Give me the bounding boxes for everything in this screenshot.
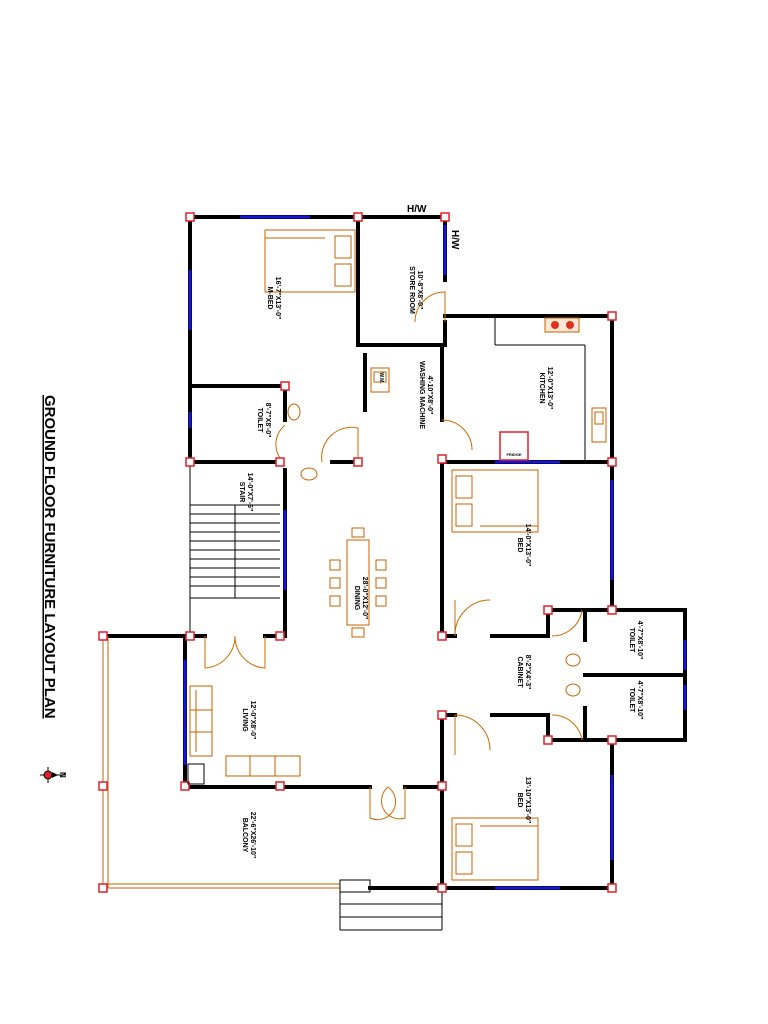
room-name: TOILET [628, 688, 635, 713]
room-name: WASHING MACHINE [418, 361, 425, 429]
room-size: 28'-0"X12'-0" [361, 577, 368, 620]
fridge: FRIDGE [499, 431, 529, 461]
room-size: 16'-7"X13'-0" [274, 277, 281, 320]
windows [183, 215, 687, 890]
washing-machine [370, 367, 390, 393]
hw-label-top: H/W [407, 204, 427, 215]
room-name: STORE ROOM [408, 266, 415, 314]
room-size: 8'-2"X4'-3" [524, 655, 531, 690]
room-size: 4'-10"X8'-0" [426, 376, 433, 415]
washbasin-icon [565, 683, 581, 697]
bed-2 [451, 817, 539, 881]
room-size: 22'-6"X26'-10" [249, 812, 256, 859]
hw-label-side: H/W [449, 230, 460, 250]
room-name: DINING [353, 586, 360, 611]
room-size: 4'-7"X8'-10" [636, 681, 643, 720]
room-size: 14'-0"X7'-6" [246, 473, 253, 512]
compass-icon: N [40, 767, 67, 783]
dining-table [329, 527, 387, 638]
doors [204, 291, 583, 821]
room-size: 4'-7"X8'-10" [636, 621, 643, 660]
sofa-bottom [225, 755, 301, 777]
room-name: BALCONY [241, 818, 248, 853]
room-name: BED [516, 538, 523, 553]
kitchen-sink [591, 407, 607, 443]
room-name: M-BED [266, 287, 273, 310]
stove [544, 317, 580, 333]
staircase [190, 504, 280, 599]
washing-machine-label: W.M. [378, 372, 384, 384]
room-size: 8'-7"X8'-0" [264, 403, 271, 438]
room-size: 13'-10"X13'-0" [524, 777, 531, 824]
room-name: TOILET [256, 408, 263, 433]
room-name: CABINET [516, 656, 523, 688]
bed-1 [451, 469, 539, 533]
page-title: GROUND FLOOR FURNITURE LAYOUT PLAN [41, 395, 58, 719]
fridge-label: FRIDGE [506, 452, 521, 457]
room-size: 14'-0"X13'-0" [524, 524, 531, 567]
columns [98, 212, 617, 893]
sofa-left [189, 685, 213, 757]
room-name: TOILET [628, 628, 635, 653]
room-name: STAIR [238, 482, 245, 502]
room-labels: M-BED 16'-7"X13'-0" STORE ROOM 10'-8"X8'… [238, 266, 643, 858]
room-name: KITCHEN [538, 372, 545, 403]
master-bed [264, 229, 356, 293]
room-name: LIVING [241, 708, 248, 732]
compass-letter: N [58, 772, 67, 778]
room-size: 12'-0"X8'-0" [249, 701, 256, 740]
room-name: BED [516, 793, 523, 808]
furniture: FRIDGE [187, 229, 607, 881]
room-size: 10'-8"X8'-0" [416, 271, 423, 310]
tv-unit [187, 763, 205, 785]
room-size: 12'-0"X13'-0" [546, 367, 553, 410]
washbasin-icon [300, 467, 318, 481]
washbasin-icon [287, 403, 301, 421]
washbasin-icon [565, 653, 581, 667]
